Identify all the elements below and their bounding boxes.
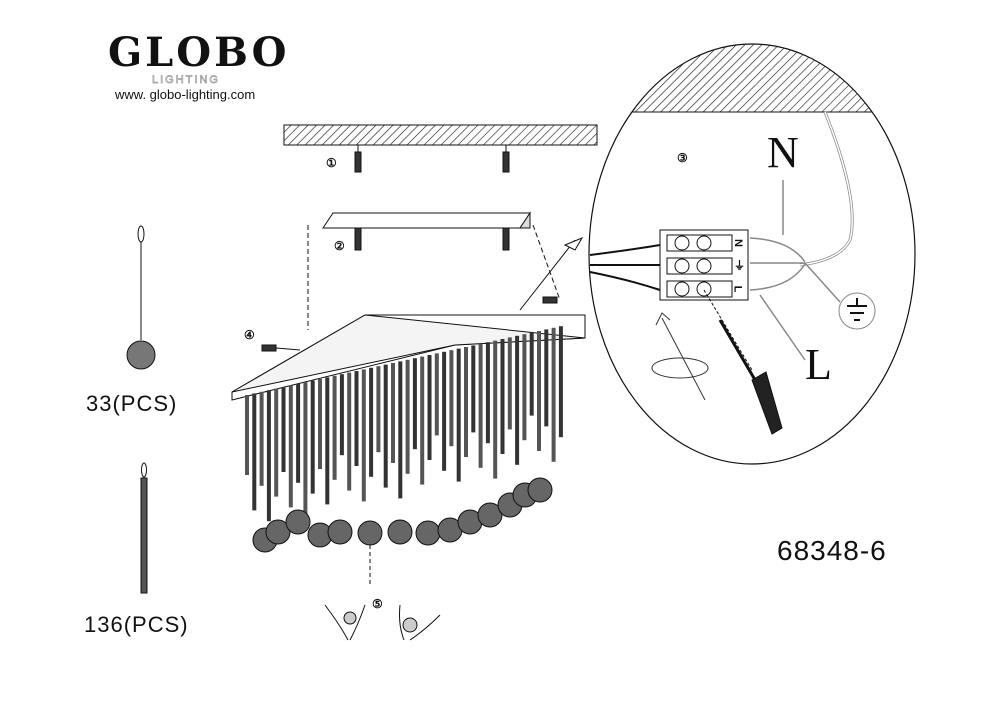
crystal-strand [288, 385, 293, 508]
terminal-label-n: N [731, 239, 744, 247]
crystal-strand [551, 327, 556, 462]
crystal-strand [544, 329, 549, 427]
crystal-strand [376, 366, 381, 453]
crystal-strand [493, 340, 498, 479]
crystal-strand [471, 345, 476, 433]
part-count-balls: 33(PCS) [86, 391, 178, 416]
crystal-strand [361, 369, 366, 502]
crystal-strand [369, 367, 374, 477]
crystal-strand [507, 337, 512, 430]
crystal-ball [415, 520, 441, 546]
step-3-label: ③ [677, 151, 688, 165]
rotate-arrow-icon [651, 312, 709, 401]
live-label: L [805, 340, 832, 389]
crystal-strand [354, 371, 359, 466]
crystal-strand [325, 377, 330, 505]
crystal-strand [383, 364, 388, 488]
ground-icon [847, 298, 867, 321]
crystal-strand [398, 361, 403, 499]
crystal-strand [456, 348, 461, 482]
crystal-strand [347, 372, 352, 491]
crystal-strand [522, 334, 527, 441]
crystal-strand [537, 331, 541, 451]
crystal-strand [274, 388, 279, 497]
crystal-strand [281, 387, 286, 472]
crystal-ball [527, 477, 553, 503]
crystal-strand [332, 375, 337, 480]
step-4-label: ④ [244, 328, 255, 342]
crystal-strand [515, 335, 520, 465]
ground-symbol-circle [838, 292, 876, 330]
crystal-strand [245, 395, 249, 475]
ceiling-hatch [283, 124, 598, 146]
neutral-label: N [767, 128, 799, 177]
crystal-ball-pendant-icon [126, 225, 156, 370]
crystal-ball [265, 519, 291, 545]
chandelier-canopy [231, 314, 586, 401]
crystal-strand [500, 339, 505, 454]
crystal-strand [420, 356, 425, 485]
part-count-strands: 136(PCS) [84, 612, 189, 637]
brand-sub: LIGHTING [152, 74, 220, 86]
crystal-strand [266, 390, 271, 522]
crystal-strand [252, 393, 257, 511]
brand-logo: GLOBO [108, 29, 290, 76]
crystal-strand [478, 343, 483, 468]
mounting-bracket [322, 211, 531, 229]
crystal-strand [303, 382, 308, 519]
crystal-strand [427, 355, 432, 460]
model-number: 68348-6 [777, 535, 887, 566]
crystal-strand-icon [140, 462, 148, 594]
step-2-label: ② [334, 239, 345, 253]
crystal-strand [259, 391, 264, 486]
crystal-ball [477, 502, 503, 528]
crystal-strand [412, 358, 417, 450]
terminal-label-ground: ⏚ [734, 260, 745, 272]
crystal-strand [485, 342, 490, 444]
step-1-label: ① [326, 156, 337, 170]
terminal-block [659, 229, 749, 301]
crystal-strand [442, 351, 447, 471]
ceiling-screws [354, 145, 510, 251]
terminal-label-l: L [731, 285, 744, 293]
crystal-ball [357, 520, 383, 546]
crystal-ball [285, 509, 311, 535]
crystal-strand [529, 332, 534, 416]
crystal-strand [310, 380, 315, 494]
crystal-strand [434, 353, 439, 436]
crystal-strand [339, 374, 344, 456]
crystal-strands [245, 326, 563, 553]
crystal-ball [387, 519, 413, 545]
supply-wires [749, 180, 841, 361]
crystal-strand [558, 326, 563, 438]
crystal-strand [296, 383, 301, 483]
attach-crystal-hands [324, 604, 441, 641]
side-screw [261, 296, 558, 352]
step-5-label: ⑤ [372, 597, 383, 611]
brand-url: www. globo-lighting.com [115, 87, 256, 102]
crystal-strand [405, 359, 410, 474]
crystal-strand [318, 379, 322, 469]
screwdriver-icon [703, 289, 783, 435]
crystal-strand [391, 363, 395, 463]
crystal-strand [449, 350, 454, 447]
crystal-ball [327, 519, 353, 545]
crystal-strand [464, 347, 468, 457]
